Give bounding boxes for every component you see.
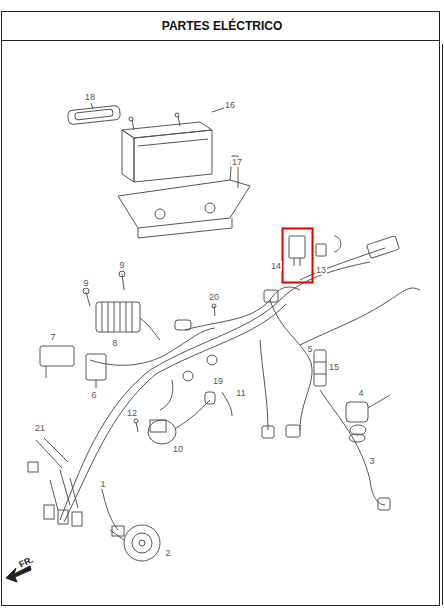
callout-number: 4 [357, 388, 364, 398]
callout-number: 17 [231, 157, 243, 167]
flasher-7 [40, 346, 74, 378]
callout-number: 12 [126, 408, 138, 418]
ignition-coil [148, 392, 232, 444]
battery-tray [118, 156, 250, 238]
callout-number: 6 [90, 390, 97, 400]
battery-strap [67, 103, 120, 125]
front-arrow [6, 566, 31, 582]
callout-number: 18 [84, 92, 96, 102]
callout-number: 21 [34, 423, 46, 433]
callout-number: 15 [328, 362, 340, 372]
callout-number: 19 [212, 376, 224, 386]
wire-21 [28, 438, 68, 472]
callout-number: 9 [82, 278, 89, 288]
callout-number: 8 [111, 338, 118, 348]
callout-number: 10 [172, 444, 184, 454]
clip-3 [349, 434, 365, 442]
callout-number: 11 [235, 388, 246, 398]
callout-number: 16 [224, 100, 236, 110]
fuse-box [314, 350, 326, 386]
callout-number: 7 [49, 332, 56, 342]
relay-14 [289, 236, 305, 266]
callout-number: 20 [208, 292, 220, 302]
relay-6 [86, 354, 106, 388]
horn [110, 525, 160, 561]
harness [44, 236, 420, 536]
regulator [96, 302, 160, 340]
page-title: PARTES ELÉCTRICO [0, 19, 444, 33]
edge-line [442, 44, 443, 605]
starter-relay [346, 395, 390, 435]
connector-13 [316, 236, 341, 256]
callout-number: 9 [118, 260, 125, 270]
callout-number: 13 [315, 265, 327, 275]
frame [2, 12, 440, 606]
callout-number: 2 [164, 548, 171, 558]
header-line [2, 40, 440, 41]
callout-number: 5 [306, 344, 313, 354]
callout-number: 3 [368, 456, 375, 466]
highlight-box [283, 229, 313, 283]
callout-number: 14 [270, 261, 282, 271]
bolts [83, 271, 216, 432]
battery [122, 108, 224, 182]
callout-number: 1 [99, 479, 106, 489]
